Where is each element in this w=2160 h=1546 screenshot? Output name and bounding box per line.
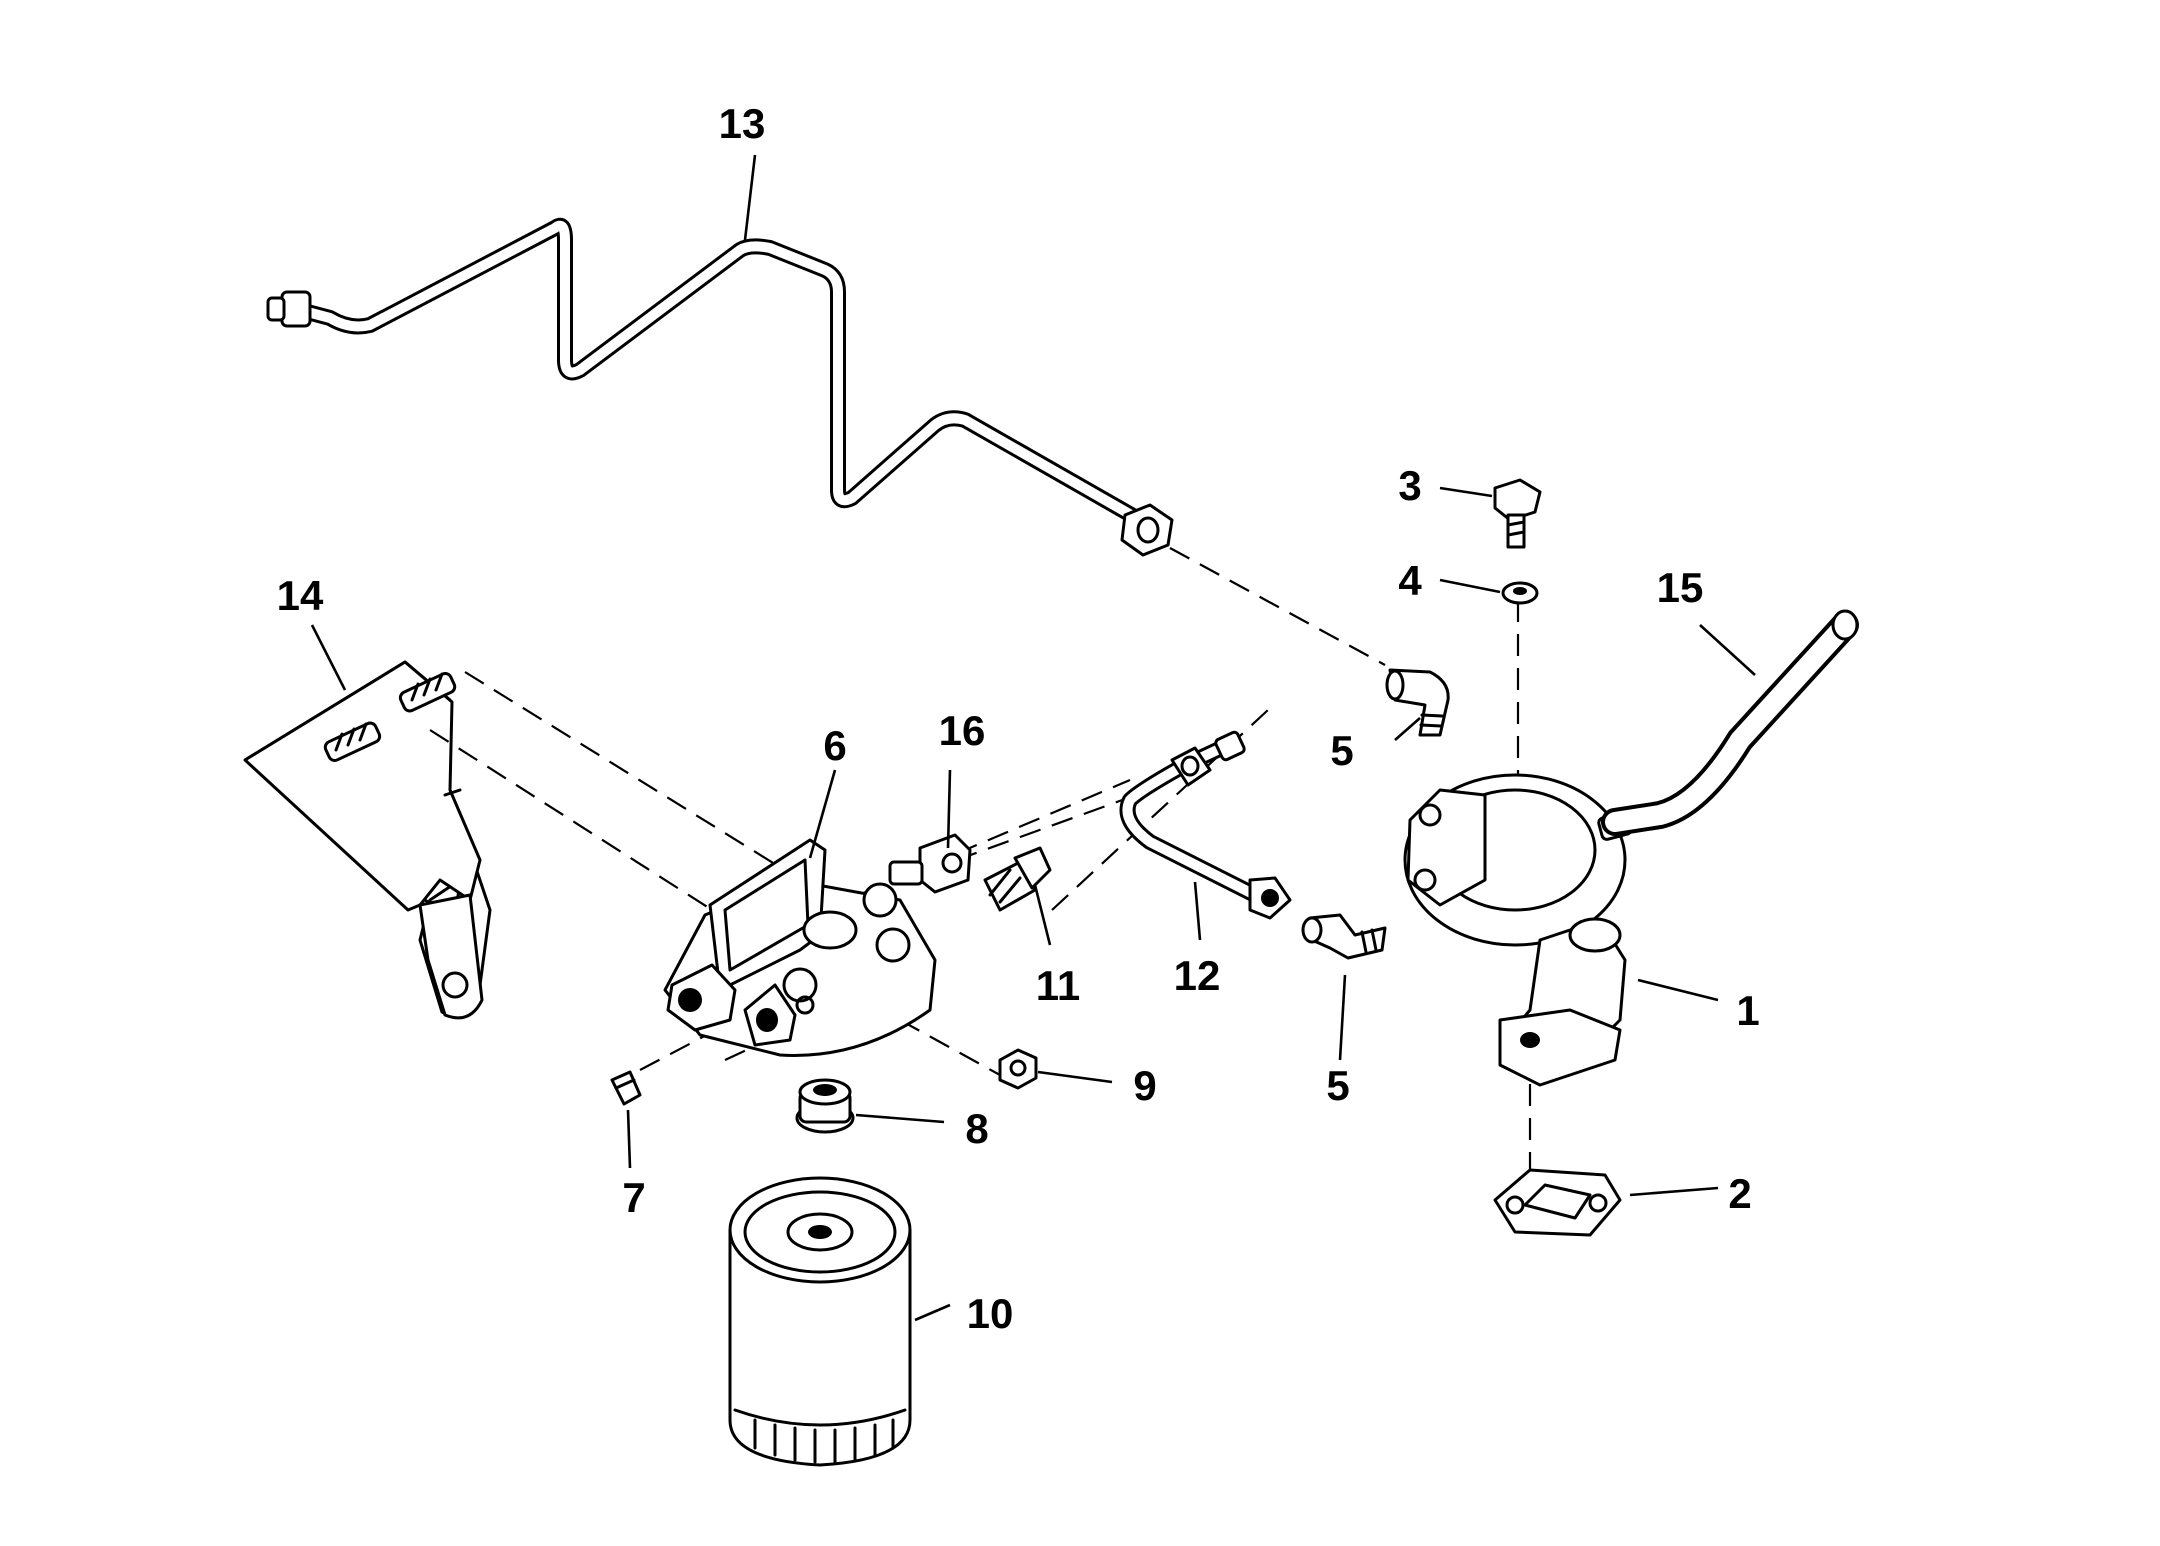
- callout-10: 10: [967, 1290, 1014, 1337]
- callout-14: 14: [277, 572, 324, 619]
- part-8-adapter: [795, 1078, 855, 1134]
- part-11-fitting: [983, 846, 1052, 912]
- bracket-stud-upper: [398, 671, 457, 713]
- callout-8: 8: [965, 1105, 988, 1152]
- callout-1: 1: [1736, 987, 1759, 1034]
- part-14-bracket: [243, 660, 492, 1020]
- bracket-stud-lower: [323, 721, 382, 763]
- part-12-line: [1119, 730, 1292, 920]
- assembly-dashed-lines: [429, 547, 1532, 1180]
- callout-5-lower: 5: [1326, 1062, 1349, 1109]
- part-3-bolt: [1493, 478, 1542, 549]
- callout-7: 7: [622, 1174, 645, 1221]
- part-1-fuel-pump: [1403, 773, 1633, 1087]
- part-2-gasket: [1493, 1168, 1622, 1237]
- part-10-filter: [728, 1176, 912, 1467]
- part-16-fitting: [888, 833, 972, 894]
- callout-11: 11: [1036, 962, 1080, 1009]
- callout-4: 4: [1398, 557, 1422, 604]
- part-7-plug: [610, 1070, 642, 1106]
- part-13-fuel-line: [266, 217, 1174, 557]
- callout-6: 6: [823, 722, 846, 769]
- callout-12: 12: [1174, 952, 1221, 999]
- callout-2: 2: [1728, 1170, 1751, 1217]
- part-6-filter-head: [663, 838, 937, 1057]
- callout-16: 16: [939, 707, 986, 754]
- callout-labels: 13 14 6 16 5 3 4 15 11 12 5 1 9 8 7 10 2: [277, 100, 1760, 1337]
- callout-5-upper: 5: [1330, 727, 1353, 774]
- part-5-elbow-lower: [1301, 913, 1387, 960]
- callout-15: 15: [1657, 564, 1704, 611]
- callout-13: 13: [719, 100, 766, 147]
- part-15-hose: [1601, 609, 1859, 836]
- part-4-washer: [1501, 581, 1539, 605]
- callout-9: 9: [1133, 1062, 1156, 1109]
- part-5-elbow-upper: [1385, 668, 1450, 737]
- leader-lines: [310, 154, 1756, 1322]
- callout-3: 3: [1398, 462, 1421, 509]
- part-9-nut: [998, 1048, 1038, 1090]
